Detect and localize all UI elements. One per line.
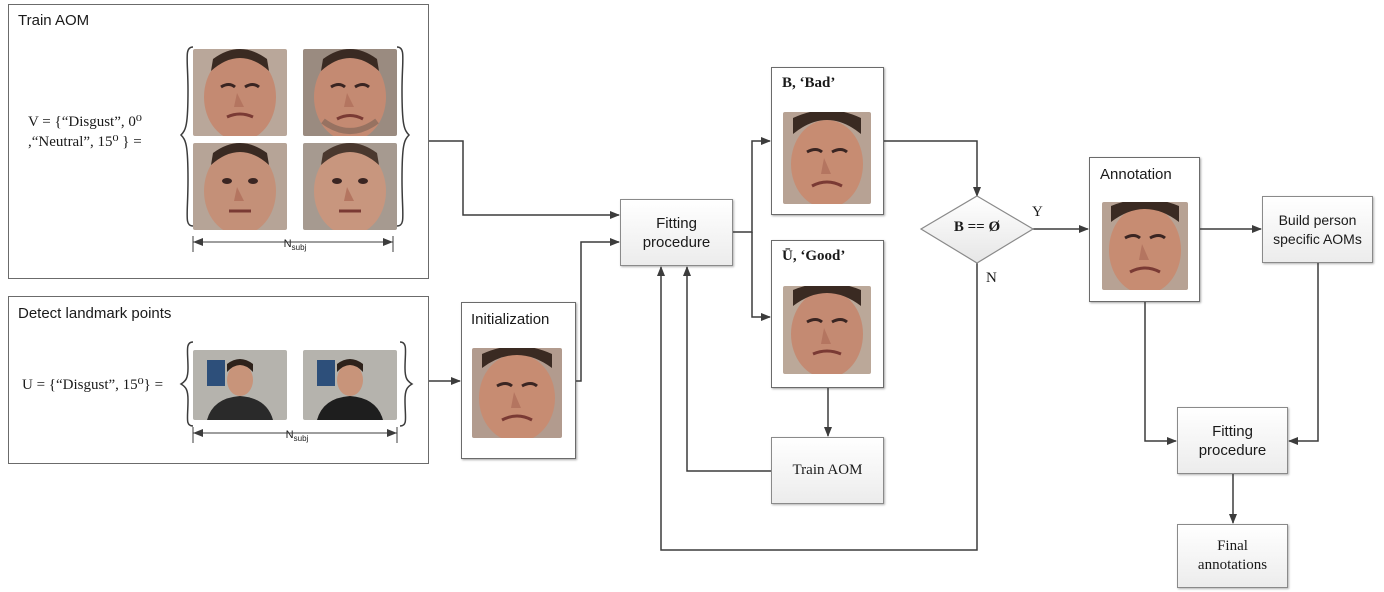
edge-fitting-to-bad: [733, 137, 771, 233]
build-aoms-label: Build person specific AOMs: [1273, 211, 1362, 247]
detect-image-2: [303, 350, 397, 420]
train-aom-equation: V = {“Disgust”, 0⁰ ,“Neutral”, 15⁰ } =: [28, 112, 168, 152]
no-label: N: [986, 270, 997, 286]
edge-bad-to-decision: [884, 140, 981, 197]
nsubj-n: N: [285, 429, 294, 441]
fitting-procedure-box-1: Fitting procedure: [620, 199, 733, 266]
nsubj-sub: subj: [291, 243, 307, 253]
fitting-procedure-box-2: Fitting procedure: [1177, 407, 1288, 474]
train-face-1: [193, 49, 287, 136]
brace-right-train: [396, 46, 411, 227]
train-aom-eq-line2: ,“Neutral”, 15⁰ } =: [28, 134, 142, 150]
edge-annotation-to-fitting2: [1144, 302, 1177, 445]
final-annotations-label: Final annotations: [1197, 538, 1268, 573]
decision-label: B == Ø: [953, 219, 1001, 235]
bad-face: [783, 112, 871, 204]
bad-set-text: B, ‘Bad’: [782, 75, 836, 91]
detect-width-label: Nsubj: [272, 429, 322, 443]
initialization-face: [472, 348, 562, 438]
train-face-3: [193, 143, 287, 230]
bad-set-label: B, ‘Bad’: [782, 75, 835, 92]
train-aom-eq-line1: V = {“Disgust”, 0⁰: [28, 114, 142, 130]
good-face: [783, 286, 871, 374]
final-annotations-box: Final annotations: [1177, 524, 1288, 588]
train-aom-box: Train AOM: [771, 437, 884, 504]
yes-label: Y: [1032, 204, 1043, 220]
edge-decision-no: [657, 263, 978, 551]
nsubj-sub: subj: [293, 434, 309, 444]
nsubj-n: N: [283, 238, 292, 250]
annotation-face: [1102, 202, 1188, 290]
brace-left-train: [179, 46, 194, 227]
edge-fitting-to-good: [751, 232, 771, 321]
decision-diamond: [919, 195, 1035, 264]
good-set-label: Ū, ‘Good’: [782, 248, 845, 265]
brace-right-detect: [399, 341, 414, 427]
brace-left-detect: [179, 341, 194, 427]
train-aom-width-label: Nsubj: [270, 238, 320, 252]
build-aoms-box: Build person specific AOMs: [1262, 196, 1373, 263]
initialization-label: Initialization: [471, 311, 550, 328]
good-set-text: Ū, ‘Good’: [782, 248, 846, 264]
train-face-4: [303, 143, 397, 230]
detect-landmarks-equation: U = {“Disgust”, 15⁰} =: [22, 377, 164, 393]
edge-init-to-fitting: [576, 238, 620, 382]
detect-landmarks-title: Detect landmark points: [18, 305, 172, 322]
train-aom-title: Train AOM: [18, 12, 90, 29]
edge-build-to-fitting2: [1288, 263, 1319, 445]
edge-trainaom-to-fitting: [683, 266, 771, 472]
fitting-procedure-label-2: Fitting procedure: [1198, 422, 1267, 459]
edge-train-to-fitting: [429, 140, 620, 219]
train-aom-label: Train AOM: [792, 462, 863, 478]
train-face-2: [303, 49, 397, 136]
detect-image-1: [193, 350, 287, 420]
fitting-procedure-label-1: Fitting procedure: [642, 214, 711, 251]
annotation-label: Annotation: [1100, 166, 1172, 183]
